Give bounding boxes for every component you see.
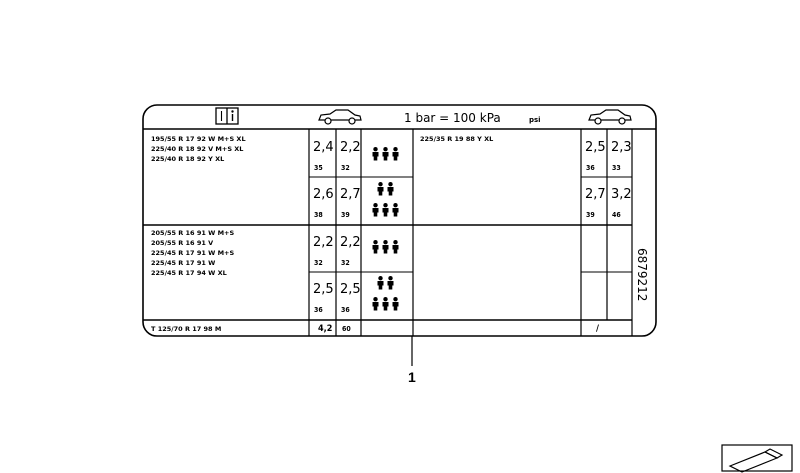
tire-size: 205/55 R 16 91 V [151, 239, 213, 247]
front-pressure-psi: 38 [314, 211, 323, 219]
tire-size: 225/45 R 17 91 W M+S [151, 249, 234, 257]
rear-pressure-psi: 32 [341, 259, 350, 267]
spare-right-mark: / [596, 324, 599, 334]
tire-size-list: 195/55 R 17 92 W M+S XL 225/40 R 18 92 V… [151, 135, 246, 163]
rear-pressure-bar: 2,3 [611, 140, 632, 155]
next-arrow-button[interactable] [721, 444, 793, 473]
front-pressure-psi: 32 [314, 259, 323, 267]
rear-pressure-psi: 32 [341, 164, 350, 172]
car-side-icon [588, 109, 632, 125]
front-pressure-psi: 39 [586, 211, 595, 219]
front-pressure-bar: 2,5 [585, 140, 606, 155]
rear-pressure-bar: 2,2 [340, 140, 361, 155]
passengers-three-icon [372, 240, 399, 254]
callout-number: 1 [408, 369, 416, 385]
part-number: 6879212 [635, 248, 649, 301]
passengers-five-icon [372, 182, 399, 217]
front-pressure-bar: 2,6 [313, 187, 334, 202]
rear-pressure-psi: 46 [612, 211, 621, 219]
front-pressure-bar: 2,4 [313, 140, 334, 155]
next-arrow-icon [728, 448, 784, 473]
rear-pressure-psi: 36 [341, 306, 350, 314]
rear-pressure-bar: 2,2 [340, 235, 361, 250]
manual-book-icon [215, 107, 239, 125]
spare-pressure-bar: 4,2 [318, 324, 332, 334]
tire-size: 225/45 R 17 91 W [151, 259, 215, 267]
tire-size: 225/35 R 19 88 Y XL [420, 135, 493, 143]
tire-size: 225/40 R 18 92 Y XL [151, 155, 224, 163]
spare-tire-size: T 125/70 R 17 98 M [151, 325, 221, 333]
tire-size-list: 205/55 R 16 91 W M+S 205/55 R 16 91 V 22… [151, 229, 234, 277]
rear-pressure-bar: 2,5 [340, 282, 361, 297]
tire-size: 205/55 R 16 91 W M+S [151, 229, 234, 237]
car-side-icon [318, 109, 362, 125]
psi-marker: psi [529, 116, 541, 124]
rear-pressure-psi: 33 [612, 164, 621, 172]
tire-size: 225/40 R 18 92 V M+S XL [151, 145, 243, 153]
front-pressure-bar: 2,7 [585, 187, 606, 202]
label-outer-frame [142, 104, 657, 337]
front-pressure-psi: 36 [314, 306, 323, 314]
tire-size: 225/45 R 17 94 W XL [151, 269, 227, 277]
rear-pressure-bar: 3,2 [611, 187, 632, 202]
passengers-five-icon [372, 276, 399, 311]
front-pressure-psi: 35 [314, 164, 323, 172]
spare-pressure-psi: 60 [342, 325, 351, 333]
rear-pressure-psi: 39 [341, 211, 350, 219]
tire-size: 195/55 R 17 92 W M+S XL [151, 135, 246, 143]
unit-conversion-text: 1 bar = 100 kPa [404, 111, 501, 125]
front-pressure-psi: 36 [586, 164, 595, 172]
passengers-three-icon [372, 147, 399, 161]
front-pressure-bar: 2,5 [313, 282, 334, 297]
front-pressure-bar: 2,2 [313, 235, 334, 250]
rear-pressure-bar: 2,7 [340, 187, 361, 202]
